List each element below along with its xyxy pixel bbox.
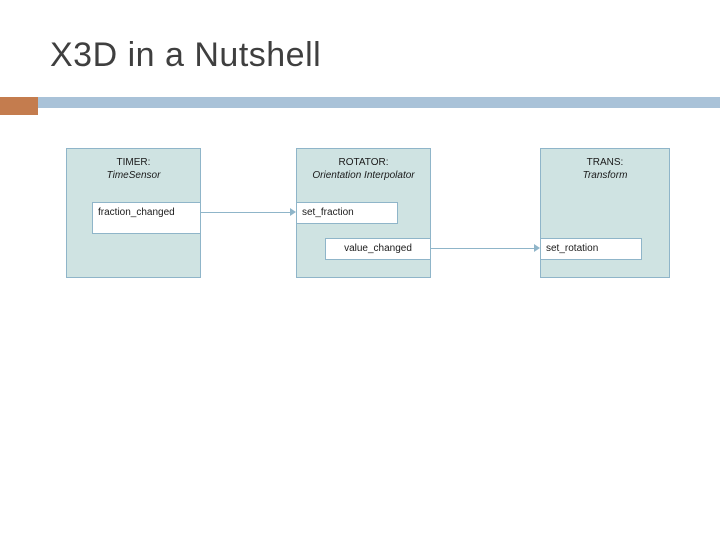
node-rotator-title: ROTATOR: Orientation Interpolator — [297, 149, 430, 182]
node-rotator-subtitle: Orientation Interpolator — [312, 170, 415, 181]
node-timer-title-text: TIMER: — [116, 157, 151, 168]
field-fraction-changed[interactable]: fraction_changed — [92, 202, 201, 234]
arrowhead-setfraction — [290, 208, 296, 216]
connector-fraction-to-setfraction — [201, 212, 290, 213]
field-fraction-changed-label: fraction_changed — [98, 207, 175, 218]
field-set-rotation[interactable]: set_rotation — [540, 238, 642, 260]
page-title: X3D in a Nutshell — [50, 36, 322, 74]
node-trans-title-text: TRANS: — [586, 157, 624, 168]
node-trans-title: TRANS: Transform — [541, 149, 669, 182]
node-timer-subtitle: TimeSensor — [106, 170, 161, 181]
header-accent-block — [0, 97, 38, 115]
field-set-fraction[interactable]: set_fraction — [296, 202, 398, 224]
field-value-changed-label: value_changed — [344, 243, 412, 254]
field-set-rotation-label: set_rotation — [546, 243, 599, 254]
arrowhead-setrotation — [534, 244, 540, 252]
node-trans-subtitle: Transform — [582, 170, 628, 181]
node-rotator-title-text: ROTATOR: — [338, 157, 389, 168]
header-rule-band — [38, 97, 720, 108]
node-timer-title: TIMER: TimeSensor — [67, 149, 200, 182]
connector-valuechanged-to-setrotation — [431, 248, 534, 249]
field-set-fraction-label: set_fraction — [302, 207, 354, 218]
field-value-changed[interactable]: value_changed — [325, 238, 431, 260]
